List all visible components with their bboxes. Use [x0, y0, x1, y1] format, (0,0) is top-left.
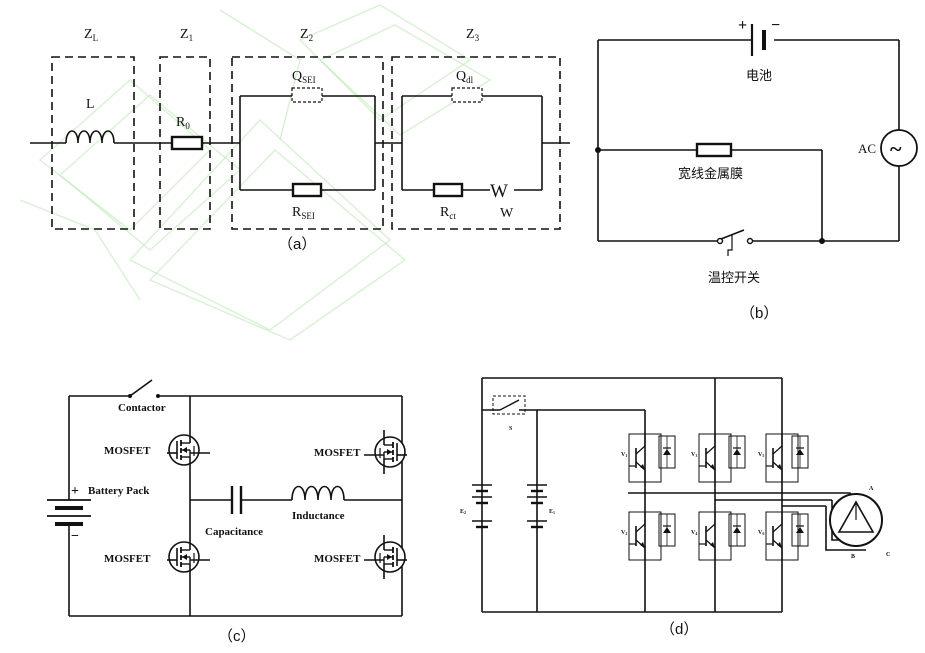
motor-terminal-c: C: [886, 552, 890, 558]
contactor-switch: [128, 379, 160, 398]
label-r0: R0: [176, 115, 190, 131]
capacitor: [230, 486, 243, 514]
mosfet-right-top-label: MOSFET: [314, 447, 361, 459]
battery-pack-label: Battery Pack: [88, 485, 150, 497]
ac-label: AC: [858, 141, 876, 156]
v5-label: V5: [758, 452, 764, 458]
watermark: [19, 4, 492, 341]
switch-label: 温控开关: [708, 271, 760, 286]
battery-minus-c: −: [71, 529, 79, 544]
battery-plus: +: [738, 17, 747, 34]
mosfet-right-bottom-label: MOSFET: [314, 553, 361, 565]
battery-symbol: [750, 24, 766, 56]
cpe-qdl: [451, 87, 483, 103]
contactor-label: Contactor: [118, 402, 166, 414]
battery-label: 电池: [746, 69, 772, 84]
label-qdl: Qdl: [456, 69, 474, 85]
inductor: [291, 485, 345, 501]
switch-s: [482, 395, 537, 415]
capacitance-label: Capacitance: [205, 526, 263, 538]
mosfet-left-bottom-label: MOSFET: [104, 553, 151, 565]
resistor-r0: [170, 135, 204, 151]
v4-label: V4: [691, 530, 697, 536]
thermal-switch: [716, 229, 754, 256]
label-w: W: [500, 206, 514, 221]
label-rct: Rct: [440, 205, 456, 221]
label-l: L: [86, 97, 95, 112]
battery-pack-symbol: [47, 499, 91, 530]
caption-c: （c）: [218, 628, 256, 645]
motor-terminal-b: B: [851, 554, 855, 560]
ac-source: [880, 129, 918, 167]
diode-d5: [791, 435, 809, 469]
panel-d-circuit: S E2 E1: [460, 377, 890, 638]
metal-film-resistor: [695, 142, 733, 158]
mosfet-right-bottom: [363, 534, 408, 580]
inductor-l: [65, 130, 115, 144]
e2-label: E2: [460, 509, 466, 515]
caption-d: （d）: [660, 621, 698, 638]
resistor-rsei: [291, 182, 323, 198]
film-label: 宽线金属膜: [678, 166, 743, 182]
mosfet-left-top-label: MOSFET: [104, 445, 151, 457]
caption-b: （b）: [740, 305, 778, 322]
panel-b-circuit: + − 电池 宽线金属膜 温控开关 ~ AC （b）: [595, 17, 918, 322]
v2-label: V2: [621, 530, 627, 536]
inductance-label: Inductance: [292, 510, 345, 522]
v1-label: V1: [621, 452, 627, 458]
v3-label: V3: [691, 452, 697, 458]
zone-z3-box: [391, 56, 561, 230]
mosfet-right-top: [363, 429, 408, 475]
panel-c-circuit: Contactor + − Battery Pack MOSFET MOSFET…: [47, 379, 408, 645]
warburg-element: W: [490, 181, 508, 202]
panel-a-circuit: ZL Z1 Z2 Z3 L R0 QSEI RSEI: [30, 27, 570, 253]
battery-plus-c: +: [71, 484, 79, 499]
cpe-qsei: [291, 87, 323, 103]
mosfet-left-bottom: [166, 534, 211, 580]
ac-symbol: ~: [890, 136, 902, 161]
label-rsei: RSEI: [292, 205, 315, 221]
diode-d6: [791, 513, 809, 547]
mosfet-left-top: [166, 427, 211, 473]
resistor-rct: [432, 182, 464, 198]
switch-s-label: S: [509, 426, 513, 432]
battery-minus: −: [771, 17, 780, 34]
label-qsei: QSEI: [292, 69, 316, 85]
v6-label: V6: [758, 530, 764, 536]
motor: [829, 493, 883, 547]
caption-a: （a）: [278, 236, 316, 253]
e1-label: E1: [549, 509, 555, 515]
battery-e1: [527, 484, 547, 529]
motor-terminal-a: A: [869, 486, 874, 492]
zone-z1-label: Z1: [180, 27, 193, 43]
zone-zl-label: ZL: [84, 27, 98, 43]
zone-z2-label: Z2: [300, 27, 313, 43]
zone-z3-label: Z3: [466, 27, 480, 43]
battery-e2: [472, 484, 492, 529]
